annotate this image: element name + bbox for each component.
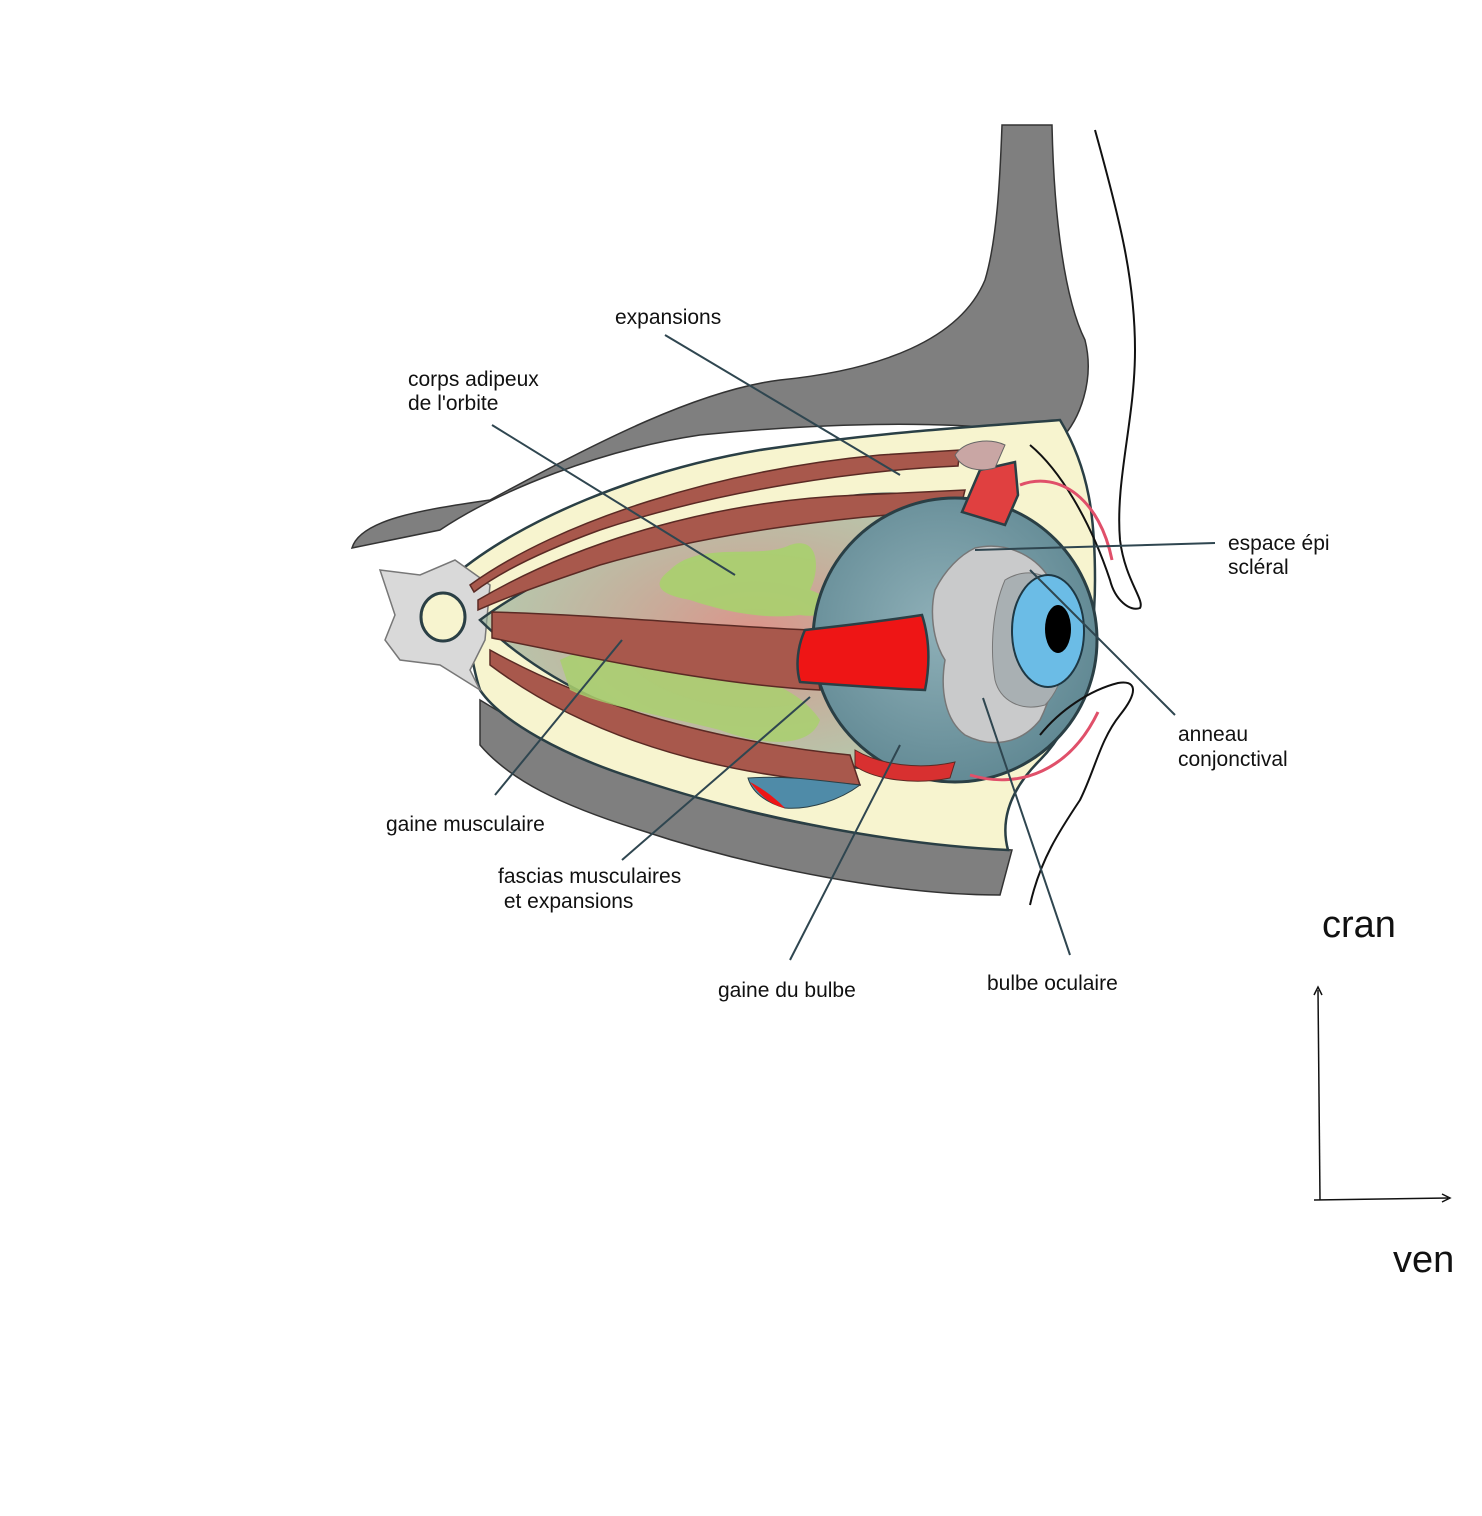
label-espace-episcleral-line1: espace épi	[1228, 532, 1330, 555]
upper-eyelid	[1029, 129, 1142, 610]
trochlea	[954, 440, 1006, 471]
leader-bulbe-oculaire	[982, 697, 1071, 956]
label-corps-adipeux-line2: de l'orbite	[408, 392, 498, 415]
optic-foramen-opening	[419, 591, 467, 643]
orientation-label-ventral: ven	[1393, 1239, 1454, 1281]
label-espace-episcleral-line2: scléral	[1228, 556, 1289, 579]
orientation-arrow-right	[1441, 1193, 1452, 1203]
label-anneau-line1: anneau	[1178, 723, 1248, 746]
label-expansions: expansions	[615, 306, 721, 329]
label-fascias-line2: et expansions	[498, 890, 633, 913]
levator-muscle	[469, 449, 961, 594]
orbit-roof-bone	[350, 124, 1089, 549]
orbital-fat-body-lower	[560, 646, 820, 742]
label-anneau-line2: conjonctival	[1178, 748, 1288, 771]
orientation-axis-vertical	[1317, 989, 1321, 1201]
dorsal-oblique-insertion	[960, 460, 1020, 527]
leader-anneau-conjonctival	[1029, 569, 1176, 716]
leader-gaine-musculaire	[494, 639, 623, 796]
leader-espace-episcleral	[974, 542, 1216, 551]
lower-eyelid	[1029, 681, 1134, 906]
conjunctiva-upper	[1019, 479, 1114, 561]
label-corps-adipeux-line1: corps adipeux	[408, 368, 539, 391]
orientation-label-cranial: cran	[1322, 904, 1396, 946]
orientation-arrow-up	[1313, 985, 1323, 996]
leader-fascias	[621, 696, 811, 861]
orbital-fat-body-upper	[659, 543, 829, 617]
label-fascias-line1: fascias musculaires	[498, 865, 681, 888]
lateral-rectus-muscle	[491, 611, 821, 691]
conjunctiva-lower	[969, 711, 1100, 782]
pupil	[1045, 605, 1071, 653]
leader-corps-adipeux	[491, 424, 736, 576]
leader-expansions	[664, 334, 901, 476]
ventral-gland-muscle	[750, 782, 785, 808]
label-gaine-musculaire: gaine musculaire	[386, 813, 545, 836]
leader-gaine-bulbe	[789, 744, 901, 961]
ventral-oblique-insertion	[854, 749, 956, 782]
label-gaine-bulbe: gaine du bulbe	[718, 979, 856, 1002]
muscle-insertion	[796, 613, 930, 692]
orientation-axis-horizontal	[1313, 1197, 1449, 1201]
label-bulbe-oculaire: bulbe oculaire	[987, 972, 1118, 995]
